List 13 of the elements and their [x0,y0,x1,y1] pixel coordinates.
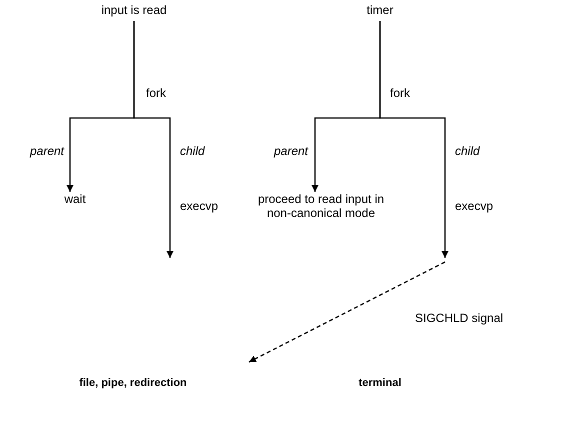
step-label: fork [390,86,412,100]
step-label: execvp [455,199,494,213]
step-label: SIGCHLD signal [415,311,504,325]
step-text: wait [50,192,100,212]
step-label: execvp [180,199,220,213]
step-text: timer [340,3,420,21]
step-text: proceed to read input in non-canonical mode [246,192,396,244]
step-text: input is read [84,3,184,21]
panel-caption: file, pipe, redirection [78,376,188,390]
arrow [133,21,174,258]
panel-caption: terminal [358,376,402,390]
step-label: fork [146,86,168,100]
arrow [379,21,448,258]
